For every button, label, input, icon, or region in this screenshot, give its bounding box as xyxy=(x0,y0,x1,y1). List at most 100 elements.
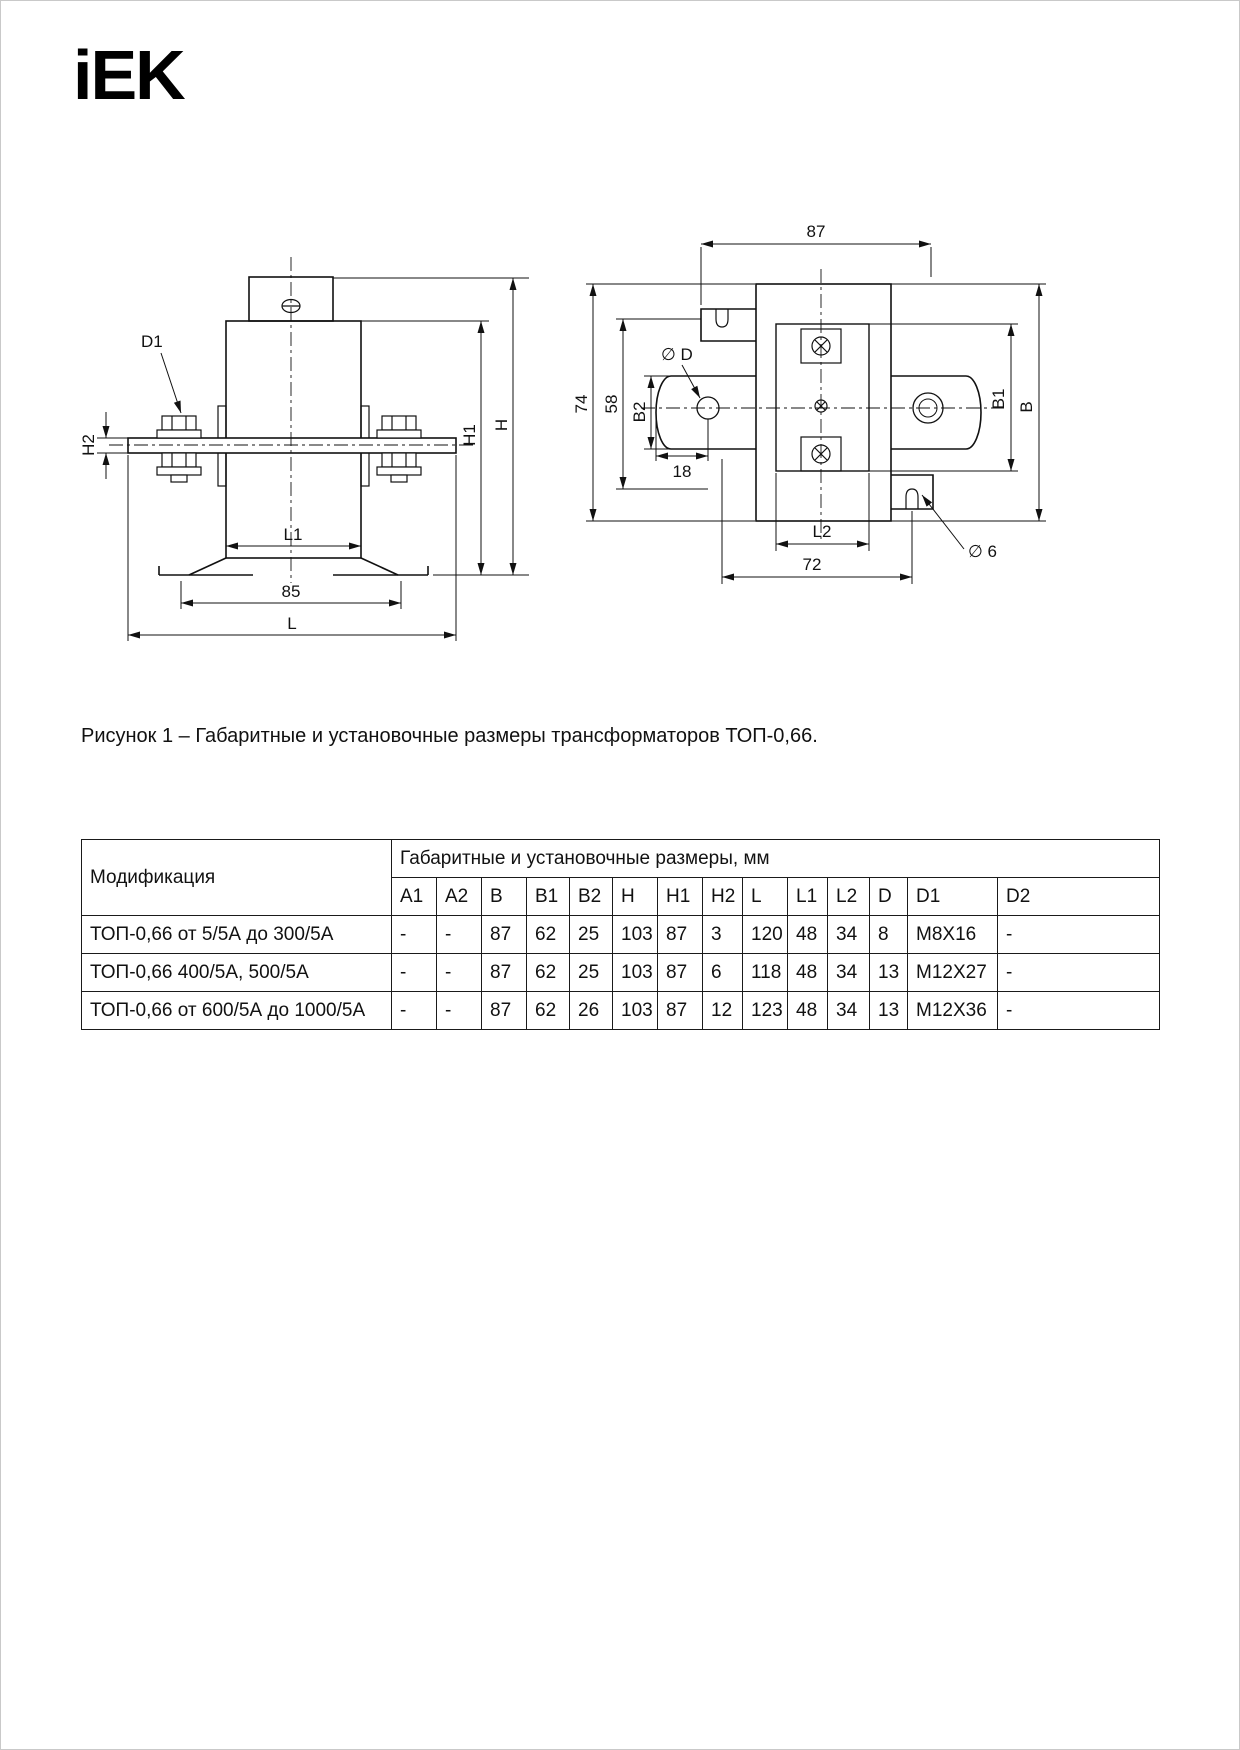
dim-b1-label: B1 xyxy=(989,389,1008,410)
value-cell: 87 xyxy=(657,915,703,954)
dim-b-label: B xyxy=(1017,401,1036,412)
value-cell: 34 xyxy=(827,915,870,954)
value-cell: - xyxy=(391,953,437,992)
left-primary-cylinder xyxy=(655,375,756,450)
dimension-lines xyxy=(97,277,529,641)
value-cell: 48 xyxy=(787,915,828,954)
value-cell: 103 xyxy=(612,953,658,992)
column-header: D xyxy=(869,877,908,916)
right-primary-cylinder xyxy=(891,375,982,450)
value-cell: 34 xyxy=(827,953,870,992)
dim-85-label: 85 xyxy=(282,582,301,601)
value-cell: - xyxy=(436,991,482,1030)
value-cell: 8 xyxy=(869,915,908,954)
value-cell: 87 xyxy=(657,991,703,1030)
modification-cell: ТОП-0,66 400/5А, 500/5А xyxy=(81,953,392,992)
column-header: L xyxy=(742,877,788,916)
value-cell: 123 xyxy=(742,991,788,1030)
column-header: B1 xyxy=(526,877,570,916)
value-cell: M8X16 xyxy=(907,915,998,954)
dimensions-group-header: Габаритные и установочные размеры, мм xyxy=(390,839,1161,878)
value-cell: - xyxy=(996,991,1161,1030)
value-cell: 62 xyxy=(526,991,570,1030)
value-cell: 25 xyxy=(569,953,613,992)
value-cell: 103 xyxy=(612,991,658,1030)
column-header: D2 xyxy=(996,877,1161,916)
dimension-lines xyxy=(586,240,1046,584)
value-cell: 62 xyxy=(526,915,570,954)
value-cell: 118 xyxy=(742,953,788,992)
dim-18-label: 18 xyxy=(673,462,692,481)
dimensions-table: Модификация Габаритные и установочные ра… xyxy=(81,839,1161,1030)
bottom-mounting-ear xyxy=(891,474,934,510)
value-cell: 48 xyxy=(787,953,828,992)
figure-caption: Рисунок 1 – Габаритные и установочные ра… xyxy=(81,725,818,747)
value-cell: 87 xyxy=(481,991,527,1030)
dim-b2-label: B2 xyxy=(630,402,649,423)
value-cell: 13 xyxy=(869,991,908,1030)
column-header: H1 xyxy=(657,877,703,916)
dim-l1-label: L1 xyxy=(284,525,303,544)
dim-h1-label: H1 xyxy=(460,424,479,446)
dim-72-label: 72 xyxy=(803,555,822,574)
value-cell: 48 xyxy=(787,991,828,1030)
value-cell: 6 xyxy=(702,953,743,992)
value-cell: 103 xyxy=(612,915,658,954)
dim-l2-label: L2 xyxy=(813,522,832,541)
dim-58-label: 58 xyxy=(602,395,621,414)
value-cell: 13 xyxy=(869,953,908,992)
column-header: L2 xyxy=(827,877,870,916)
value-cell: M12X36 xyxy=(907,991,998,1030)
body-outline xyxy=(755,283,892,522)
group-header-row: Модификация Габаритные и установочные ра… xyxy=(81,839,1161,916)
value-cell: - xyxy=(996,953,1161,992)
value-cell: - xyxy=(996,915,1161,954)
column-header: D1 xyxy=(907,877,998,916)
dimensions-table-wrap: Модификация Габаритные и установочные ра… xyxy=(81,839,1161,1030)
value-cell: - xyxy=(436,915,482,954)
dimension-labels: 87 74 58 B2 ∅ D 18 B1 B L2 72 ∅ 6 xyxy=(572,222,1036,574)
value-cell: 87 xyxy=(481,953,527,992)
value-cell: 87 xyxy=(657,953,703,992)
dim-d1-label: D1 xyxy=(141,332,163,351)
modification-cell: ТОП-0,66 от 600/5А до 1000/5А xyxy=(81,991,392,1030)
value-cell: 87 xyxy=(481,915,527,954)
busbar xyxy=(127,437,457,454)
column-header: A1 xyxy=(391,877,437,916)
value-cell: - xyxy=(391,991,437,1030)
value-cell: 3 xyxy=(702,915,743,954)
dim-diaD-label: ∅ D xyxy=(661,345,693,364)
left-mounting-ear xyxy=(700,308,756,342)
value-cell: 25 xyxy=(569,915,613,954)
dim-dia6-label: ∅ 6 xyxy=(968,542,997,561)
column-header: H xyxy=(612,877,658,916)
bolt-assembly-left xyxy=(156,415,202,483)
value-cell: 26 xyxy=(569,991,613,1030)
column-header: H2 xyxy=(702,877,743,916)
dimension-labels: D1 H2 H1 H L1 85 L xyxy=(81,332,511,633)
value-cell: M12X27 xyxy=(907,953,998,992)
terminal-plate xyxy=(775,323,870,472)
column-header: A2 xyxy=(436,877,482,916)
modification-header: Модификация xyxy=(81,839,392,916)
column-header: L1 xyxy=(787,877,828,916)
mounting-feet xyxy=(158,557,429,576)
column-header: B xyxy=(481,877,527,916)
dim-h-label: H xyxy=(492,419,511,431)
value-cell: 120 xyxy=(742,915,788,954)
value-cell: 12 xyxy=(702,991,743,1030)
column-header: B2 xyxy=(569,877,613,916)
centerlines xyxy=(641,269,1004,539)
front-view-drawing: D1 H2 H1 H L1 85 L xyxy=(81,257,529,641)
table-header: Модификация Габаритные и установочные ра… xyxy=(81,839,1161,916)
centerlines xyxy=(109,257,473,583)
value-cell: 62 xyxy=(526,953,570,992)
side-view-drawing: 87 74 58 B2 ∅ D 18 B1 B L2 72 ∅ 6 xyxy=(572,222,1046,584)
value-cell: - xyxy=(391,915,437,954)
modification-cell: ТОП-0,66 от 5/5А до 300/5А xyxy=(81,915,392,954)
